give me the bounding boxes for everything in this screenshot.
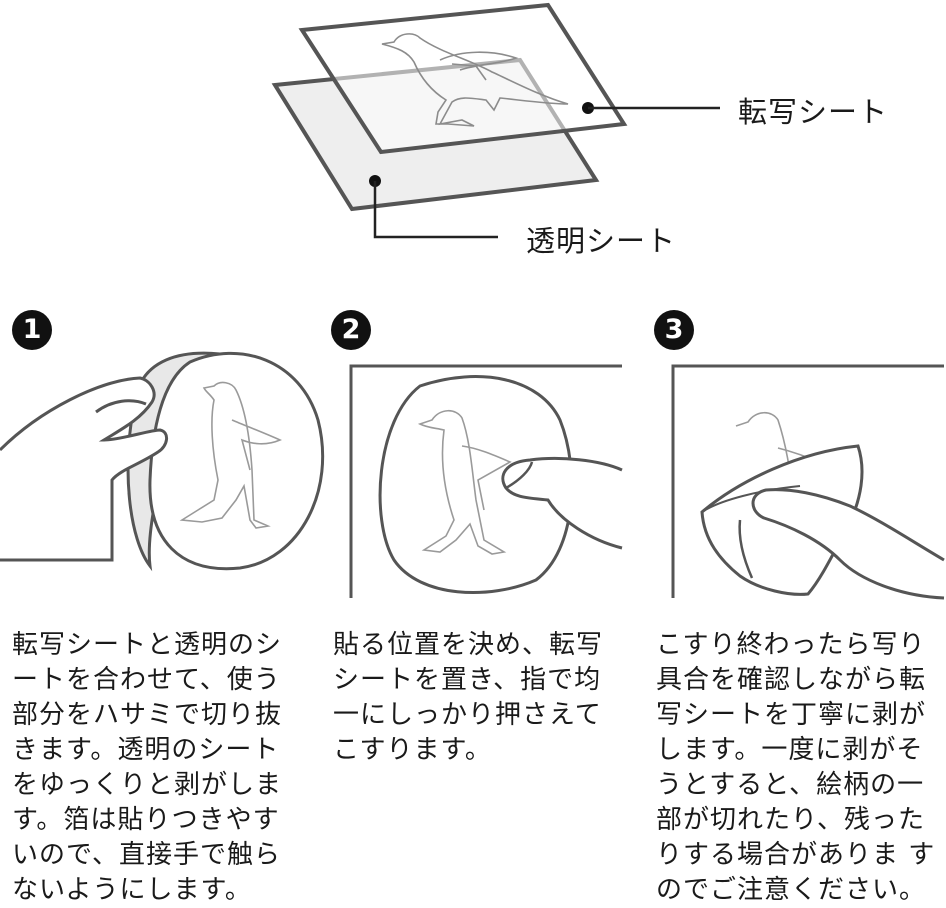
- step-1-line: す。箔は貼りつきやす: [12, 805, 280, 835]
- peel-off-icon: [671, 364, 945, 600]
- clear-sheet-leader: [373, 181, 498, 239]
- placed-sheet: [378, 375, 574, 595]
- bird-icon: [179, 381, 283, 529]
- clear-sheet-label: 透明シート: [526, 224, 677, 258]
- step-1-line: 転写シートと透明のシ: [12, 630, 283, 660]
- hand-peeling-icon: [0, 351, 325, 572]
- step-2-frame: [349, 364, 622, 598]
- bird-icon: [381, 33, 569, 127]
- step-1-number: 1: [12, 310, 52, 350]
- step-2-line: 貼る位置を決め、転写: [333, 630, 604, 660]
- step-3-frame: [671, 364, 944, 598]
- bird-icon: [417, 409, 512, 555]
- step-1-line: ないようにします。: [12, 875, 252, 905]
- step-2-description: 貼る位置を決め、転写 シートを置き、指で均 一にしっかり押さえて こすります。: [333, 628, 633, 768]
- step-2-line: シートを置き、指で均: [333, 665, 602, 695]
- cut-sheet: [148, 351, 325, 571]
- step-2-line: 一にしっかり押さえて: [333, 700, 602, 730]
- sheets-diagram: [271, 2, 720, 239]
- finger-rubbing-icon: [349, 364, 623, 598]
- step-1-line: きます。透明のシート: [12, 735, 280, 765]
- step-2-number: 2: [331, 310, 371, 350]
- step-1-line: いので、直接手で触ら: [12, 840, 281, 870]
- hand: [0, 376, 168, 562]
- step-3-line: 写シートを丁寧に剥が: [656, 700, 927, 730]
- step-3-description: こすり終わったら写り 具合を確認しながら転 写シートを丁寧に剥が します。一度に…: [656, 628, 944, 908]
- transfer-sheet-label: 転写シート: [738, 95, 889, 129]
- step-3-number: 3: [654, 310, 694, 350]
- step-3-line: こすり終わったら写り: [656, 630, 926, 660]
- step-1-description: 転写シートと透明のシ ートを合わせて、使う 部分をハサミで切り抜 きます。透明の…: [12, 628, 312, 908]
- step-illustrations: [0, 351, 945, 600]
- step-3-line: 具合を確認しながら転: [656, 665, 927, 695]
- step-1-line: をゆっくりと剥がしま: [12, 770, 283, 800]
- step-1-line: 部分をハサミで切り抜: [12, 700, 283, 730]
- step-3-line: 部が切れたり、残った: [656, 805, 925, 835]
- step-3-line: うとすると、絵柄の一: [656, 770, 925, 800]
- step-3-line: のでご注意ください。: [656, 875, 927, 905]
- step-1-line: ートを合わせて、使う: [12, 665, 281, 695]
- fingers: [751, 488, 945, 600]
- step-2-line: こすります。: [333, 735, 492, 765]
- step-3-line: りする場合がありま す: [656, 840, 936, 870]
- transfer-sheet: [298, 2, 628, 155]
- step-3-line: します。一度に剥がそ: [656, 735, 924, 765]
